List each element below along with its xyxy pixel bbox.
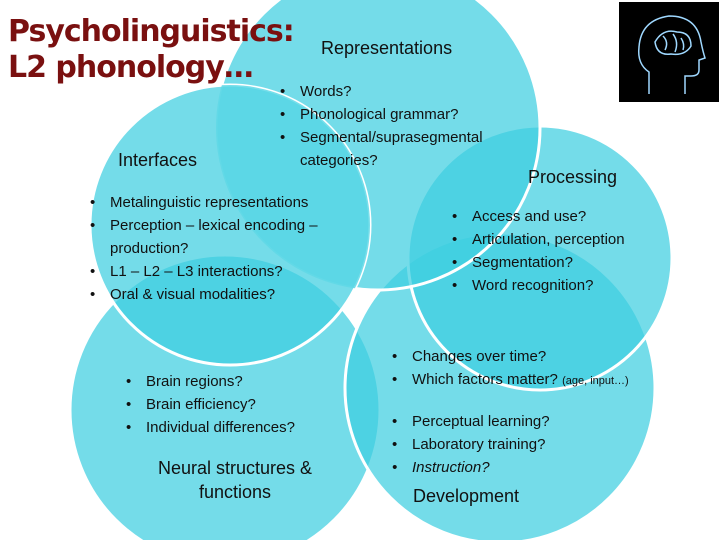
list-item: L1 – L2 – L3 interactions? — [88, 260, 358, 283]
processing-heading: Processing — [528, 167, 617, 188]
development-heading: Development — [413, 486, 519, 507]
factors-note: (age, input…) — [562, 375, 629, 387]
slide-title: Psycholinguistics: L2 phonology… — [8, 14, 294, 86]
slide-title-line2: L2 phonology… — [8, 50, 294, 86]
interfaces-list: Metalinguistic representations Perceptio… — [88, 191, 358, 306]
list-item: Individual differences? — [124, 416, 339, 439]
list-item: Oral & visual modalities? — [88, 283, 358, 306]
neural-heading: Neural structures & functions — [140, 456, 330, 504]
list-item: Word recognition? — [450, 274, 665, 297]
glowing-brain-head-icon — [619, 2, 719, 102]
slide-title-line1: Psycholinguistics: — [8, 14, 294, 50]
list-item: Perceptual learning? — [390, 410, 670, 433]
processing-list: Access and use? Articulation, perception… — [450, 205, 665, 297]
list-item: Metalinguistic representations — [88, 191, 358, 214]
list-item: Phonological grammar? — [278, 103, 538, 126]
list-item: Words? — [278, 80, 538, 103]
list-item: Segmental/suprasegmental categories? — [278, 126, 525, 172]
list-item: Changes over time? — [390, 345, 670, 368]
neural-list: Brain regions? Brain efficiency? Individ… — [124, 370, 339, 439]
representations-heading: Representations — [321, 38, 452, 59]
list-item: Brain regions? — [124, 370, 339, 393]
list-item: Segmentation? — [450, 251, 665, 274]
development-item-label: Which factors matter? — [412, 371, 558, 388]
list-item: Articulation, perception — [450, 228, 665, 251]
list-item: Brain efficiency? — [124, 393, 339, 416]
representations-list: Words? Phonological grammar? Segmental/s… — [278, 80, 538, 172]
list-item: Laboratory training? — [390, 433, 670, 456]
list-item: Instruction? — [390, 456, 670, 479]
list-item: Which factors matter? (age, input…) — [390, 368, 670, 393]
list-item: Perception – lexical encoding – producti… — [88, 214, 358, 260]
interfaces-heading: Interfaces — [118, 150, 197, 171]
list-item: Access and use? — [450, 205, 665, 228]
development-list: Changes over time? Which factors matter?… — [390, 345, 670, 479]
